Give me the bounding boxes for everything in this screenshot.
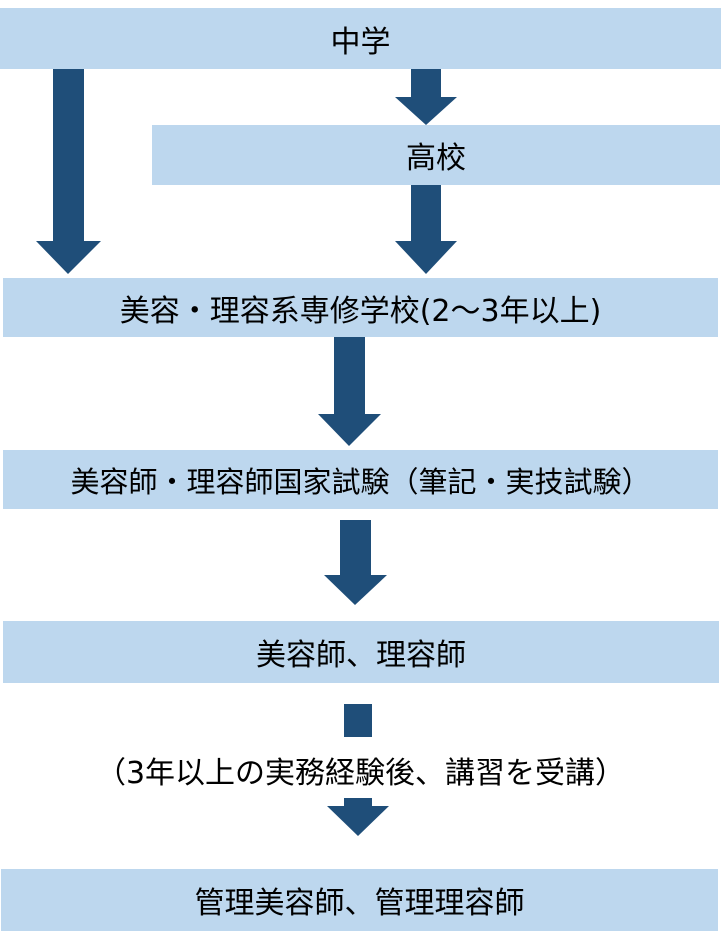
node-label: 管理美容師、管理理容師 [194,886,525,921]
arrow-junior-high-to-vocational [36,69,101,274]
node-national-exam: 美容師・理容師国家試験（筆記・実技試験） [3,450,718,509]
node-label: 美容・理容系専修学校(2～3年以上) [119,293,602,329]
experience-note: （3年以上の実務経験後、講習を受講） [95,756,626,791]
node-label: 高校 [406,141,466,176]
arrow-junior-high-to-high-school [395,69,457,125]
node-vocational-school: 美容・理容系専修学校(2～3年以上) [3,278,718,337]
arrow-high-school-to-vocational [395,185,457,274]
node-label: 美容師・理容師国家試験（筆記・実技試験） [70,464,651,499]
arrow-licensed-to-manager [327,704,389,836]
node-junior-high: 中学 [0,8,721,69]
node-label: 美容師、理容師 [256,638,466,673]
node-label: 中学 [330,24,391,60]
node-manager: 管理美容師、管理理容師 [1,869,718,931]
node-high-school: 高校 [152,125,720,185]
node-licensed: 美容師、理容師 [3,621,719,683]
arrow-exam-to-licensed [324,520,387,605]
arrow-vocational-to-exam [318,337,381,446]
